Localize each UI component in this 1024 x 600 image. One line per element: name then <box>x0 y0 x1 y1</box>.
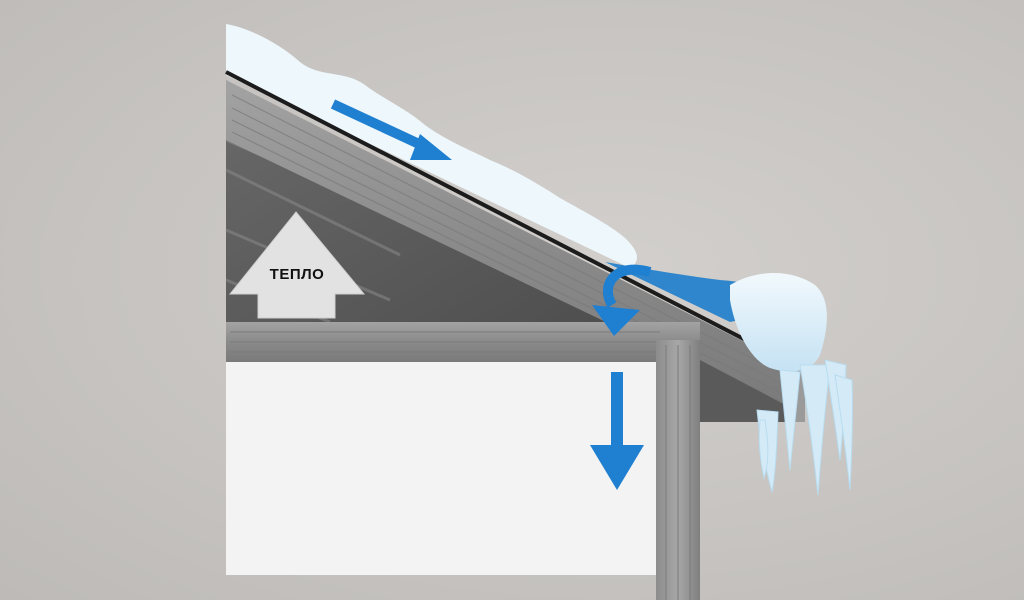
eave-snow <box>730 272 827 372</box>
heat-label: ТЕПЛО <box>270 266 325 283</box>
heat-up-arrow-icon <box>228 211 366 319</box>
fascia-board <box>795 370 805 422</box>
beam-grain <box>230 331 660 353</box>
roof-membrane <box>225 70 801 370</box>
post-grain <box>665 345 691 600</box>
water-flow-arrow-icon <box>330 99 452 160</box>
ice-dam <box>605 262 765 322</box>
drip-arrow-icon <box>592 264 652 336</box>
icicles <box>756 359 853 496</box>
downward-arrow-icon <box>590 372 644 490</box>
interior-wall <box>226 360 656 575</box>
eave-soffit <box>700 360 795 422</box>
